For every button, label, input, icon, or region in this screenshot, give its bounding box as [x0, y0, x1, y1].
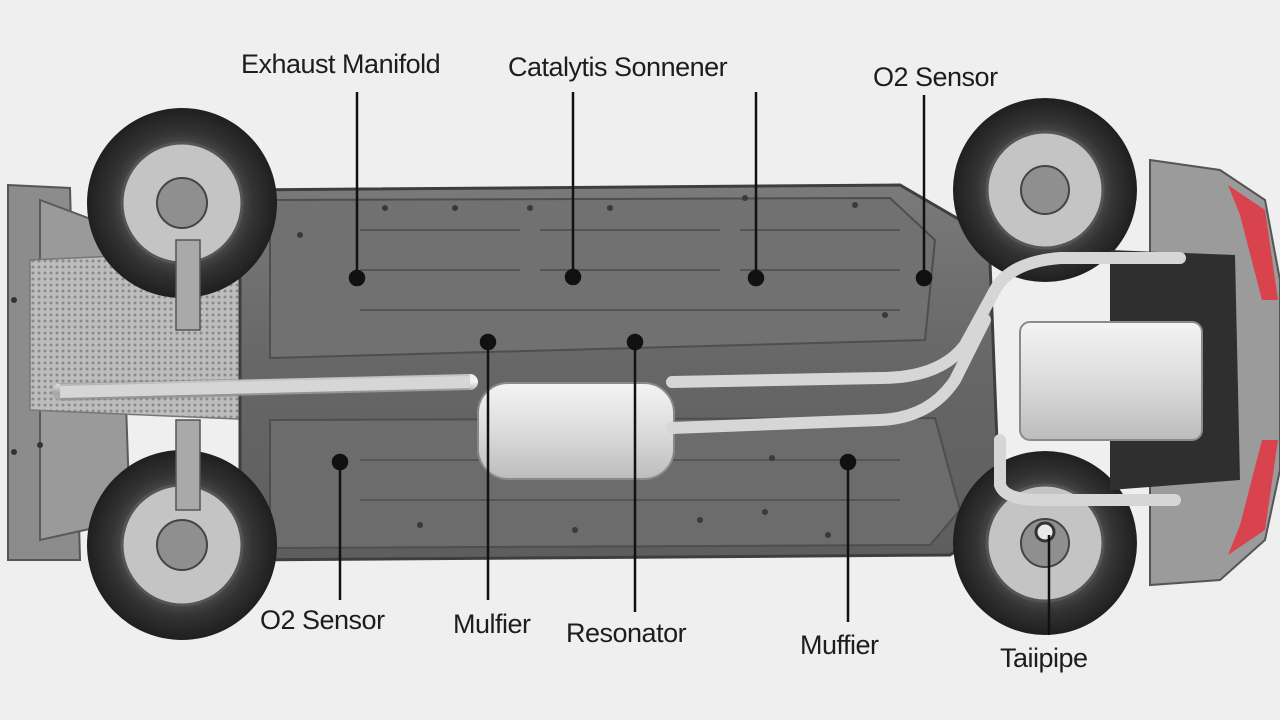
rear-muffler-can	[1019, 321, 1203, 441]
label-catalytic-converter: Catalytis Sonnener	[508, 52, 728, 82]
callout-lines	[331, 92, 1051, 635]
label-muffler-right: Muffier	[800, 630, 879, 660]
dot-catalytic-right	[747, 269, 765, 287]
dot-o2-sensor-bottom	[331, 453, 349, 471]
resonator-can	[477, 382, 675, 480]
label-resonator: Resonator	[566, 618, 687, 648]
floor-pan	[238, 183, 1002, 562]
tail-light-left	[1228, 185, 1278, 300]
tail-light-right	[1228, 440, 1278, 555]
dot-o2-sensor-top	[915, 269, 933, 287]
label-muffler-left: Mulfier	[453, 609, 531, 639]
rear-right-wheel	[953, 451, 1137, 635]
dot-resonator	[626, 333, 644, 351]
label-o2-sensor-top: O2 Sensor	[873, 62, 998, 92]
dot-muffler-left	[479, 333, 497, 351]
dot-catalytic-converter	[564, 268, 582, 286]
dot-muffler-right	[839, 453, 857, 471]
front-left-wheel	[87, 108, 277, 331]
exhaust-system	[52, 252, 1203, 543]
label-tailpipe: Taiipipe	[1000, 643, 1088, 673]
front-right-wheel	[87, 419, 277, 640]
dot-exhaust-manifold	[348, 269, 366, 287]
rear-left-wheel	[953, 98, 1137, 282]
label-exhaust-manifold: Exhaust Manifold	[241, 49, 441, 79]
label-o2-sensor-bottom: O2 Sensor	[260, 605, 385, 635]
